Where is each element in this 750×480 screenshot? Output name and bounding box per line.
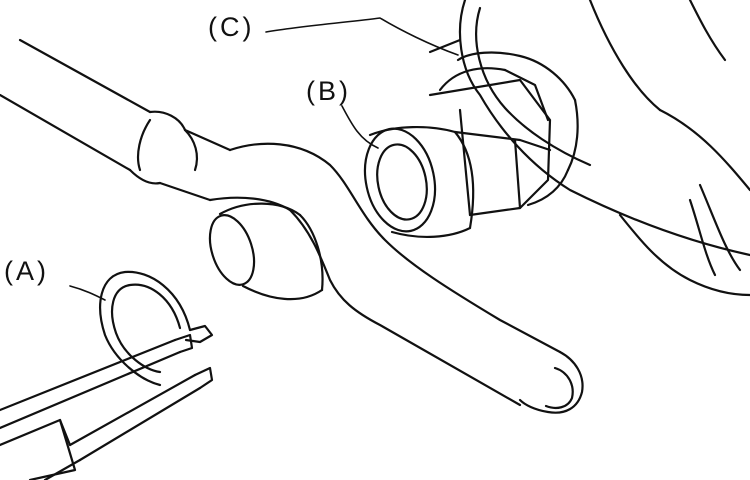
rack-tube: [0, 38, 232, 202]
snap-ring-pliers: [0, 333, 214, 480]
bushing-ring: [208, 202, 324, 301]
leader-lines: [69, 17, 459, 301]
leader-a: [69, 285, 106, 301]
callout-label-b: (B): [306, 76, 351, 106]
steering-gear-housing: [458, 0, 750, 297]
snap-ring: [99, 270, 214, 387]
rack-end-fitting: [363, 67, 552, 239]
housing-collar: [428, 38, 579, 207]
leader-b: [341, 105, 379, 149]
callout-label-a: (A): [4, 256, 49, 286]
tie-rod-arm: [208, 142, 584, 414]
callout-label-c: (C): [208, 12, 255, 42]
leader-c: [265, 17, 459, 56]
